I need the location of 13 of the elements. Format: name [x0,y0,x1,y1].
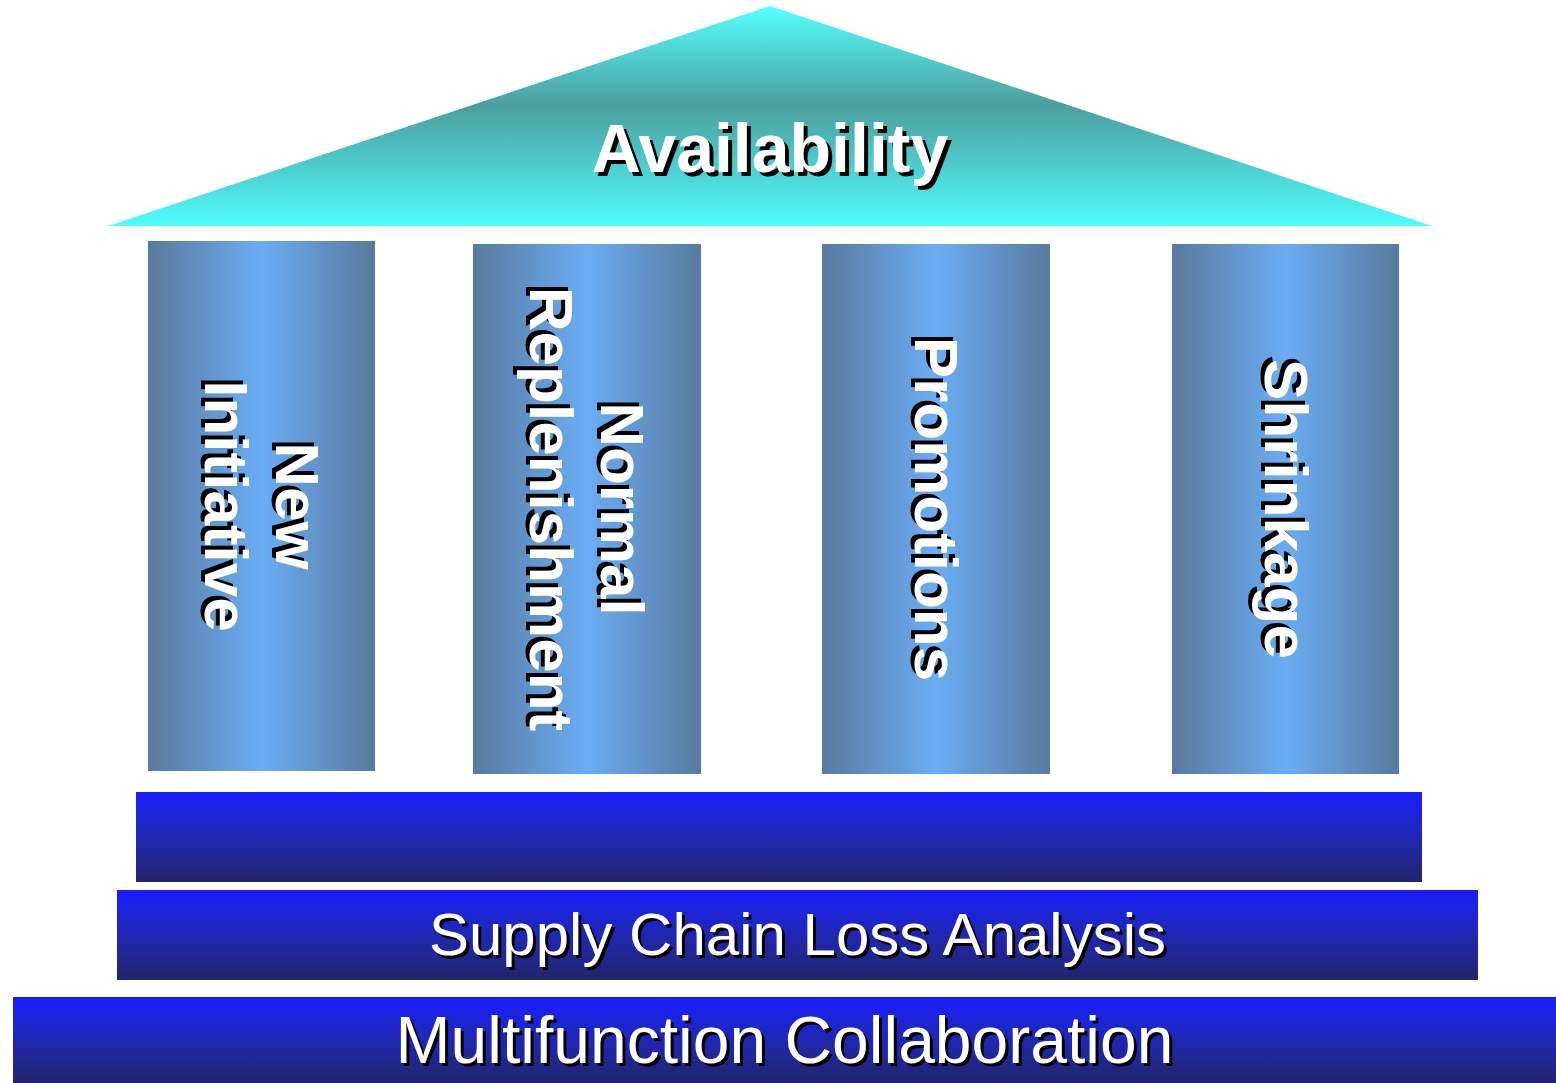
pillar [148,241,375,771]
pillar-label: New Initiative [190,380,333,632]
bar-label: Multifunction Collaboration [395,1007,1174,1073]
foundation-bar [13,997,1556,1083]
pillar-label: Promotions [900,336,972,682]
pillar-label: Normal Replenishment [516,286,659,732]
foundation-bar [136,792,1422,882]
bar-label: Supply Chain Loss Analysis [428,905,1167,965]
pillar [822,244,1050,774]
foundation-bar [117,890,1478,980]
pillar-label: Shrinkage [1250,359,1322,659]
pillar [1172,244,1399,774]
pillar [473,244,701,774]
